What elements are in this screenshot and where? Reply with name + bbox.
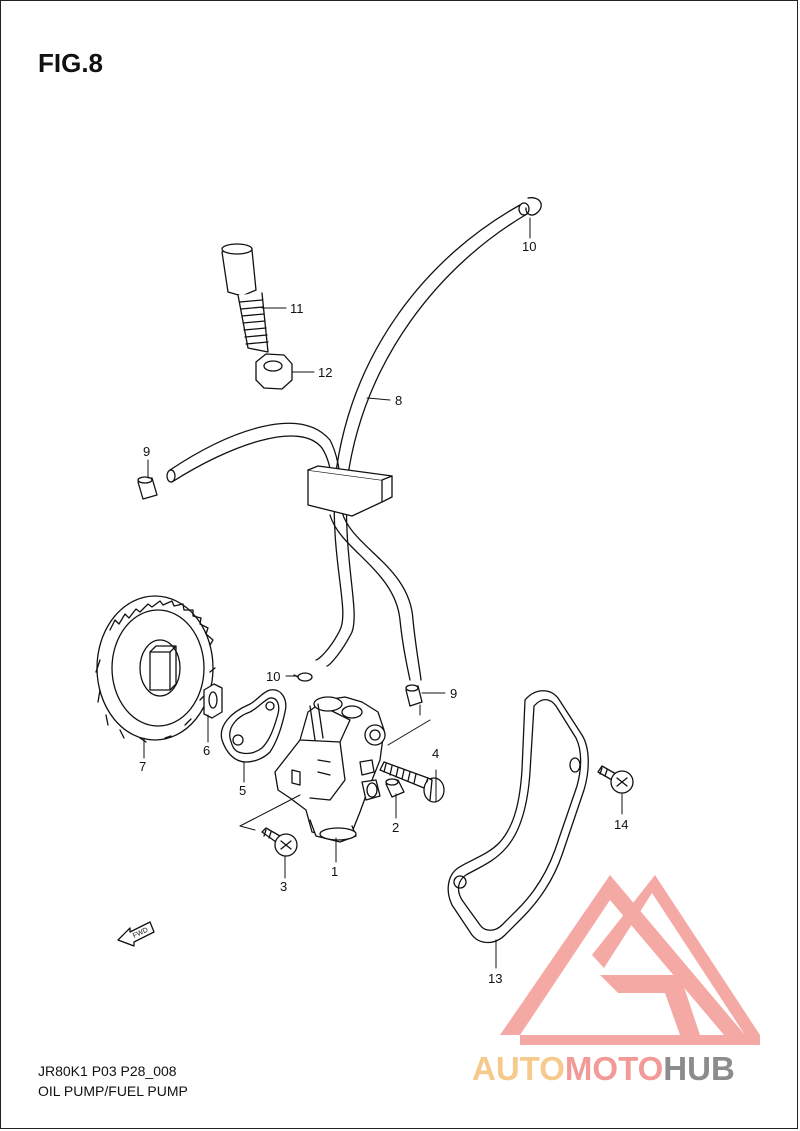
callout-4: 4 — [432, 746, 439, 761]
callout-10-mid: 10 — [266, 669, 280, 684]
watermark-moto: MOTO — [564, 1050, 664, 1087]
nut-part-12 — [255, 353, 293, 390]
hose-clamp-bracket — [307, 465, 393, 517]
callout-labels: 1 2 3 4 5 6 7 8 9 9 10 10 11 12 13 14 FW… — [132, 239, 629, 986]
callout-13: 13 — [488, 971, 502, 986]
callout-12: 12 — [318, 365, 332, 380]
callout-11: 11 — [290, 301, 304, 316]
oil-pump-part-1 — [274, 696, 386, 843]
callout-2: 2 — [392, 820, 399, 835]
callout-9-right: 9 — [450, 686, 457, 701]
gasket-part-5 — [220, 689, 287, 763]
hose-cap-part-9-left — [137, 476, 158, 500]
watermark-logo — [500, 875, 760, 1045]
footer-caption: OIL PUMP/FUEL PUMP — [38, 1083, 188, 1099]
callout-8: 8 — [395, 393, 402, 408]
callout-10-top: 10 — [522, 239, 536, 254]
pump-gear-part-7 — [95, 595, 216, 743]
oil-hose-lower — [329, 511, 422, 681]
callout-9-left: 9 — [143, 444, 150, 459]
callout-7: 7 — [139, 759, 146, 774]
callout-1: 1 — [331, 864, 338, 879]
bolt-part-11 — [221, 243, 269, 353]
screw-part-3 — [261, 827, 298, 857]
oil-hose-part-8 — [315, 202, 530, 667]
callout-3: 3 — [280, 879, 287, 894]
callout-6: 6 — [203, 743, 210, 758]
footer-code: JR80K1 P03 P28_008 — [38, 1063, 177, 1079]
fwd-arrow-icon — [117, 921, 155, 947]
hose-clip-part-10-mid — [293, 672, 313, 682]
callout-14: 14 — [614, 817, 628, 832]
watermark-hub: HUB — [663, 1050, 735, 1087]
bolt-part-4 — [379, 761, 445, 803]
screw-part-14 — [597, 765, 634, 794]
watermark-text: AUTOMOTOHUB — [472, 1050, 735, 1088]
screw-part-2 — [385, 778, 405, 798]
watermark-auto: AUTO — [472, 1050, 565, 1087]
pin-part-6 — [203, 683, 223, 719]
hose-clip-part-10-top — [525, 197, 542, 216]
hose-cap-part-9-right — [405, 684, 423, 707]
cover-gasket-part-13 — [447, 690, 589, 944]
leader-lines — [143, 217, 623, 969]
callout-5: 5 — [239, 783, 246, 798]
figure-title: FIG.8 — [38, 48, 104, 78]
reference-lines — [239, 704, 431, 831]
